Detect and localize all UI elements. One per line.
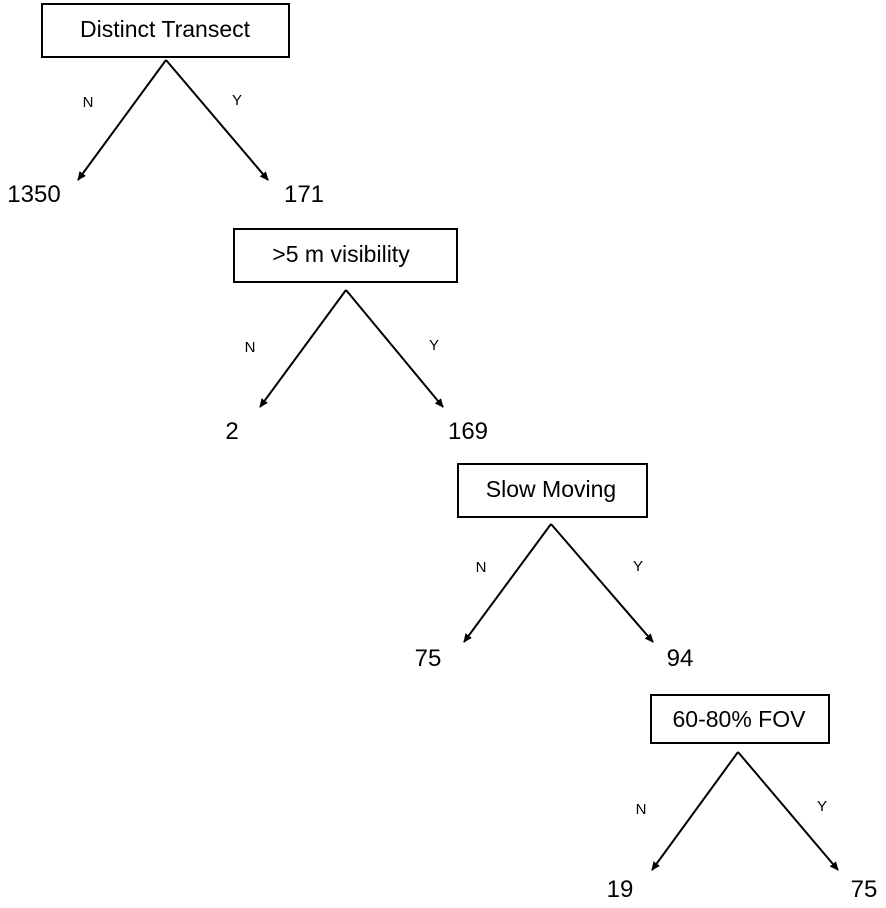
node-box <box>650 694 830 744</box>
yes-branch-arrow <box>165 59 269 181</box>
yes-branch-arrow <box>737 751 839 871</box>
yes-branch-label: Y <box>633 558 643 575</box>
node-distinct-transect: Distinct Transect N Y 1350 171 <box>7 3 324 208</box>
yes-count: 171 <box>284 181 324 208</box>
node-visibility: >5 m visibility N Y 2 169 <box>225 228 488 445</box>
node-box <box>457 463 648 518</box>
yes-branch-arrow <box>345 289 444 408</box>
node-label: 60-80% FOV <box>673 706 807 732</box>
no-branch-arrow <box>77 59 167 181</box>
no-branch-arrow <box>259 289 347 408</box>
no-count: 2 <box>225 418 238 445</box>
no-branch-label: N <box>476 559 487 576</box>
no-branch-arrow <box>651 751 739 871</box>
node-box <box>233 228 458 283</box>
yes-branch-arrow <box>550 523 654 643</box>
node-label: >5 m visibility <box>272 241 410 267</box>
node-label: Slow Moving <box>486 476 616 502</box>
node-box <box>41 3 290 58</box>
yes-count: 94 <box>667 645 694 672</box>
no-count: 75 <box>415 645 442 672</box>
node-label: Distinct Transect <box>80 16 251 42</box>
no-branch-label: N <box>245 339 256 356</box>
no-count: 19 <box>607 876 634 903</box>
yes-branch-label: Y <box>817 798 827 815</box>
no-count: 1350 <box>7 181 60 208</box>
no-branch-label: N <box>636 801 647 818</box>
yes-branch-label: Y <box>232 92 242 109</box>
node-slow-moving: Slow Moving N Y 75 94 <box>415 463 694 672</box>
no-branch-arrow <box>463 523 552 643</box>
node-fov: 60-80% FOV N Y 19 75 <box>607 694 878 903</box>
no-branch-label: N <box>83 94 94 111</box>
yes-count: 169 <box>448 418 488 445</box>
yes-count: 75 <box>851 876 878 903</box>
yes-branch-label: Y <box>429 337 439 354</box>
